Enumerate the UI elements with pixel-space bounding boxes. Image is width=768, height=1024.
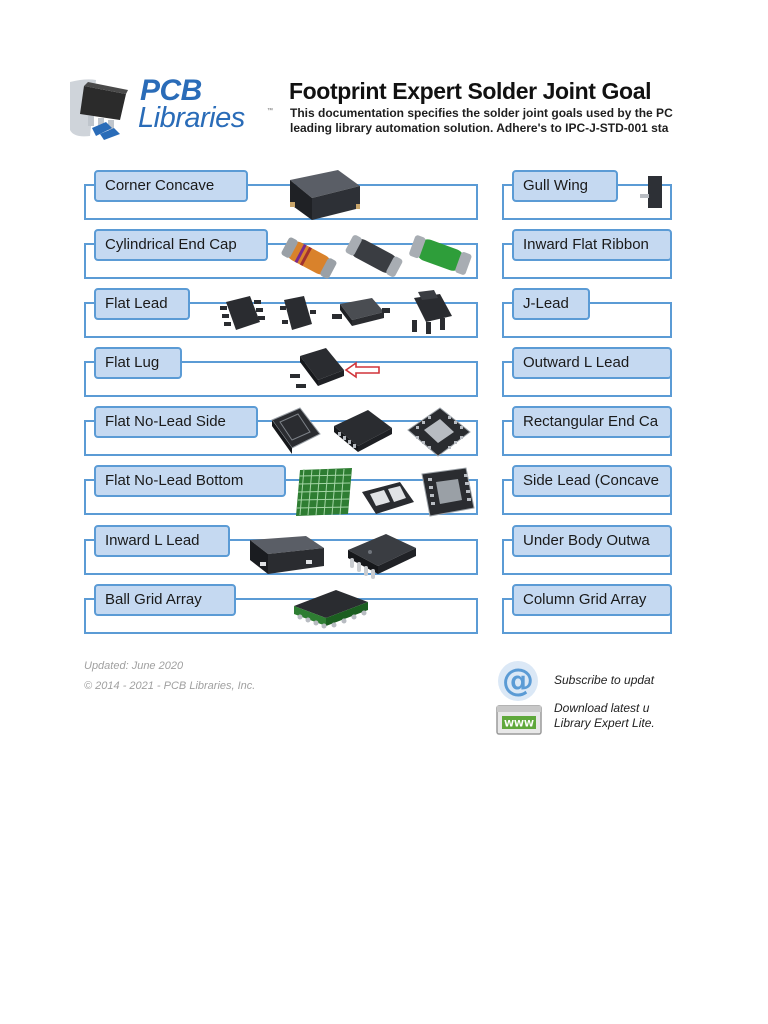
logo-text-pcb: PCB bbox=[140, 74, 202, 107]
subscribe-link[interactable]: Subscribe to updat bbox=[554, 673, 655, 687]
logo-trademark: ™ bbox=[267, 108, 273, 114]
category-label-j-lead[interactable]: J-Lead bbox=[512, 288, 590, 320]
category-label-cylindrical-end-cap[interactable]: Cylindrical End Cap bbox=[94, 229, 268, 261]
www-label: WWW bbox=[504, 720, 534, 730]
copyright-notice: © 2014 - 2021 - PCB Libraries, Inc. bbox=[84, 680, 256, 692]
category-label-under-body-outward[interactable]: Under Body Outwa bbox=[512, 525, 672, 557]
description-line-1: This documentation specifies the solder … bbox=[290, 106, 673, 120]
category-label-outward-l-lead[interactable]: Outward L Lead bbox=[512, 347, 672, 379]
category-label-corner-concave[interactable]: Corner Concave bbox=[94, 170, 248, 202]
download-line-1: Download latest u bbox=[554, 701, 650, 715]
dual-pad-package bbox=[362, 482, 414, 514]
category-label-flat-lug[interactable]: Flat Lug bbox=[94, 347, 182, 379]
category-frame-corner-concave bbox=[84, 184, 478, 220]
category-label-flat-no-lead-side[interactable]: Flat No-Lead Side bbox=[94, 406, 258, 438]
download-line-2: Library Expert Lite. bbox=[554, 716, 655, 730]
category-frame-flat-lead bbox=[84, 302, 478, 338]
molded-body-package bbox=[250, 536, 324, 574]
category-label-side-lead-concave[interactable]: Side Lead (Concave bbox=[512, 465, 672, 497]
gull-wing-package-partial bbox=[640, 176, 662, 208]
category-label-ball-grid-array[interactable]: Ball Grid Array bbox=[94, 584, 236, 616]
www-globe-icon[interactable]: WWW bbox=[496, 705, 542, 735]
qfn-bottom-package bbox=[421, 467, 475, 517]
category-label-flat-no-lead-bottom[interactable]: Flat No-Lead Bottom bbox=[94, 465, 286, 497]
bga-package bbox=[294, 590, 368, 629]
lga-package bbox=[296, 468, 352, 516]
page-description: This documentation specifies the solder … bbox=[290, 106, 673, 136]
dfn-package bbox=[334, 410, 392, 452]
page-title: Footprint Expert Solder Joint Goal bbox=[289, 78, 652, 104]
chip-logo-icon bbox=[70, 79, 128, 140]
pcb-libraries-logo: PCB Libraries ™ bbox=[66, 74, 276, 142]
updated-date: Updated: June 2020 bbox=[84, 660, 184, 672]
inward-l-ic-package bbox=[348, 534, 416, 579]
dpak-package bbox=[290, 348, 344, 388]
category-label-gull-wing[interactable]: Gull Wing bbox=[512, 170, 618, 202]
sod-123-package bbox=[332, 298, 390, 326]
red-arrow-icon bbox=[344, 361, 380, 379]
email-at-icon[interactable]: @ bbox=[497, 660, 539, 702]
sot-6-package bbox=[220, 296, 265, 330]
melf-diode-green bbox=[409, 235, 472, 275]
sot-23-package bbox=[280, 296, 316, 330]
category-frame-cylindrical-end-cap bbox=[84, 243, 478, 279]
category-label-inward-l-lead[interactable]: Inward L Lead bbox=[94, 525, 230, 557]
category-frame-flat-lug bbox=[84, 361, 478, 397]
sot-89-package bbox=[412, 290, 452, 334]
category-label-rectangular-end-cap[interactable]: Rectangular End Ca bbox=[512, 406, 672, 438]
at-symbol-glyph: @ bbox=[502, 661, 534, 699]
category-label-flat-lead[interactable]: Flat Lead bbox=[94, 288, 190, 320]
logo-text-libraries: Libraries bbox=[138, 102, 245, 134]
category-frame-ball-grid-array bbox=[84, 598, 478, 634]
category-label-column-grid-array[interactable]: Column Grid Array bbox=[512, 584, 672, 616]
category-label-inward-flat-ribbon[interactable]: Inward Flat Ribbon bbox=[512, 229, 672, 261]
melf-diode-grey bbox=[345, 235, 403, 277]
qfn-package bbox=[407, 407, 471, 457]
document-page: PCB Libraries ™ Footprint Expert Solder … bbox=[66, 74, 673, 735]
description-line-2: leading library automation solution. Adh… bbox=[290, 121, 669, 135]
download-link[interactable]: Download latest u Library Expert Lite. bbox=[554, 701, 655, 731]
son-package bbox=[271, 407, 321, 454]
melf-resistor-orange bbox=[281, 237, 337, 279]
qfn-corner-concave-package bbox=[290, 170, 360, 220]
